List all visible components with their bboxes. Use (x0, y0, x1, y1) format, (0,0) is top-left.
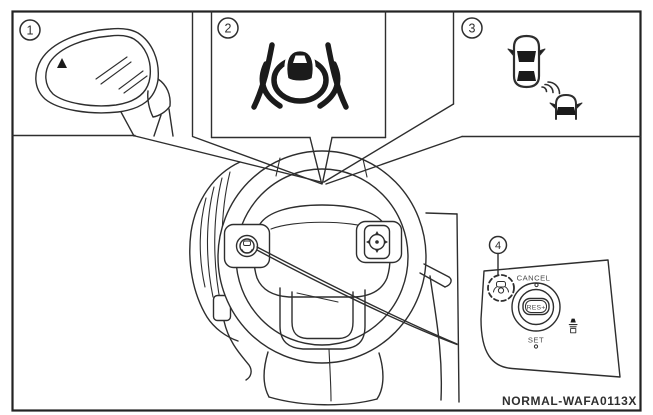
callout-3 (461, 17, 483, 39)
distance-switch-icon (568, 318, 578, 334)
mirror-illustration (35, 27, 174, 137)
res-set-dial (511, 282, 561, 332)
cancel-label: CANCEL (517, 274, 551, 283)
callout-1 (19, 19, 41, 41)
callout-box-2 (210, 10, 387, 139)
propilot-assist-switch-button (235, 234, 259, 258)
propilot-lane-radar-icon (251, 42, 349, 110)
callout-leader-lines (134, 103, 463, 346)
figure-frame (11, 10, 642, 412)
propilot-assist-switch-icon (493, 281, 509, 294)
switch-panel-closeup (480, 259, 621, 378)
set-label: SET (528, 336, 544, 345)
steering-wheel-illustration (217, 150, 452, 406)
callout-2 (217, 17, 239, 39)
callout-3-number: 3 (469, 22, 476, 36)
two-cars-radar-warning-icon (507, 34, 583, 120)
callout-box-3 (452, 10, 642, 138)
cancel-marker-dot (534, 282, 539, 288)
four-way-control-icon (363, 224, 391, 260)
set-marker-dot (533, 344, 539, 349)
figure-code-label: NORMAL-WAFA0113X (502, 394, 637, 408)
callout-1-number: 1 (27, 24, 34, 38)
callout-2-number: 2 (225, 22, 232, 36)
callout-box-1 (11, 10, 194, 137)
blind-spot-indicator-triangle-icon (57, 58, 67, 68)
callout-4-number: 4 (495, 240, 501, 252)
propilot-switch-dashed-highlight (487, 274, 515, 302)
res-button-label: RES+ (527, 305, 546, 312)
callout-4 (488, 235, 508, 276)
